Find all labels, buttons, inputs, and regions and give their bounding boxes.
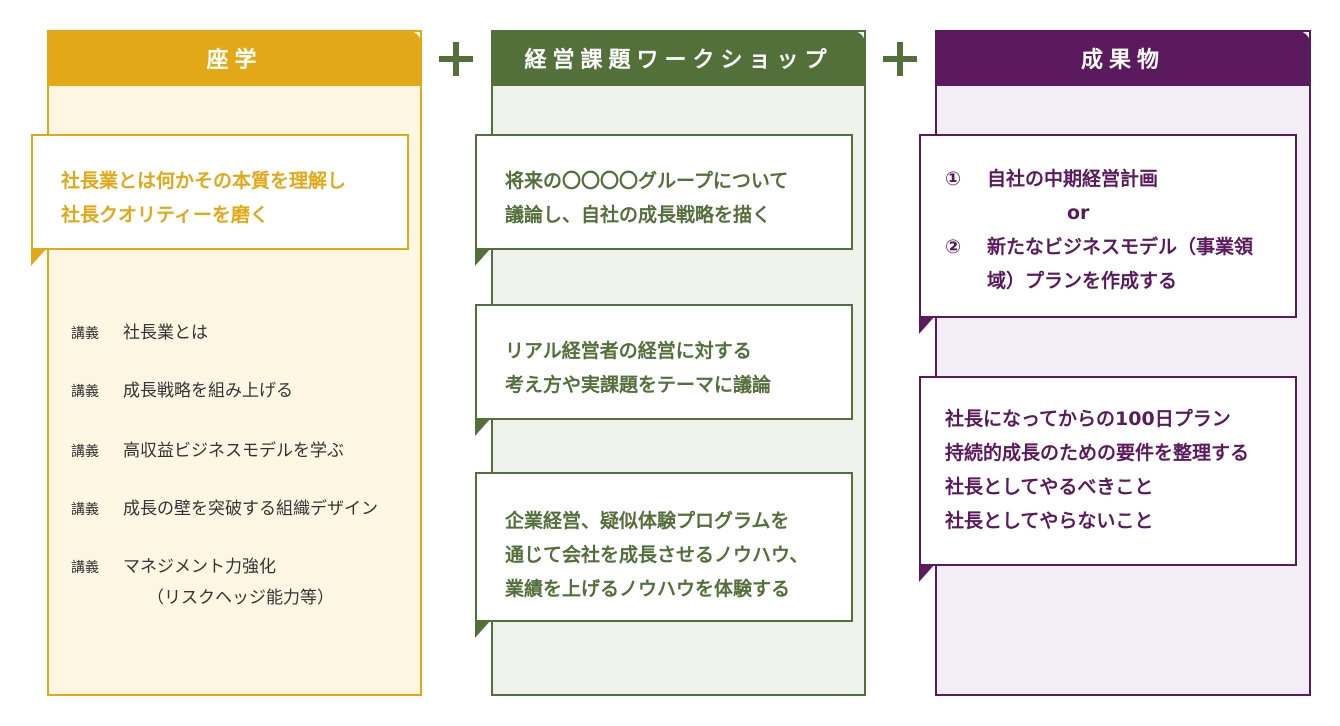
callout-line: リアル経営者の経営に対する — [505, 340, 752, 362]
column-deliverables: 成果物 ① 自社の中期経営計画 or ② 新たなビジネスモデル（事業領 域）プランを… — [919, 30, 1311, 696]
lecture-tag: 講義 — [71, 444, 99, 460]
lecture-tag: 講義 — [71, 326, 99, 342]
column-header-workshop: 経営課題ワークショップ — [491, 30, 866, 86]
item-text: 自社の中期経営計画 — [987, 168, 1159, 190]
callout-line: 業績を上げるノウハウを体験する — [505, 578, 791, 600]
lecture-item-3: 講義 高収益ビジネスモデルを学ぶ — [71, 436, 344, 467]
lecture-item-2: 講義 成長戦略を組み上げる — [71, 376, 293, 407]
callout-line: 社長としてやらないこと — [945, 510, 1154, 532]
callout-line: 企業経営、疑似体験プログラムを — [505, 510, 790, 532]
deliverable-item-2: ② 新たなビジネスモデル（事業領 — [945, 230, 1295, 264]
callout-workshop-1: 将来の〇〇〇〇グループについて 議論し、自社の成長戦略を描く — [475, 134, 853, 266]
lecture-subtext: （リスクヘッジ能力等） — [147, 588, 334, 608]
column-header-deliverables: 成果物 — [935, 30, 1311, 86]
callout-line: 社長業とは何かその本質を理解し — [61, 170, 347, 192]
lecture-item-4: 講義 成長の壁を突破する組織デザイン — [71, 494, 378, 525]
item-text: 新たなビジネスモデル（事業領 — [987, 236, 1254, 258]
lecture-tag: 講義 — [71, 384, 99, 400]
lecture-tag: 講義 — [71, 502, 99, 518]
lecture-item-1: 講義 社長業とは — [71, 318, 208, 349]
item-text-continued: 域）プランを作成する — [987, 270, 1178, 292]
callout-line: 持続的成長のための要件を整理する — [945, 442, 1250, 464]
or-label: or — [1067, 202, 1090, 224]
lecture-text: マネジメント力強化 — [123, 557, 276, 577]
callout-line: 社長としてやるべきこと — [945, 476, 1154, 498]
lecture-text: 高収益ビジネスモデルを学ぶ — [123, 441, 344, 461]
callout-line: 考え方や実課題をテーマに議論 — [505, 374, 772, 396]
callout-line: 社長になってからの100日プラン — [945, 408, 1231, 430]
plus-icon — [883, 42, 917, 76]
item-number: ① — [945, 168, 962, 190]
lecture-tag: 講義 — [71, 560, 99, 576]
callout-line: 議論し、自社の成長戦略を描く — [505, 204, 772, 226]
callout-deliverables-1: ① 自社の中期経営計画 or ② 新たなビジネスモデル（事業領 域）プランを作成する — [919, 134, 1297, 334]
callout-workshop-3: 企業経営、疑似体験プログラムを 通じて会社を成長させるノウハウ、 業績を上げるノ… — [475, 472, 853, 638]
callout-deliverables-2: 社長になってからの100日プラン 持続的成長のための要件を整理する 社長としてや… — [919, 376, 1297, 582]
deliverable-item-1: ① 自社の中期経営計画 — [945, 162, 1295, 196]
callout-workshop-2: リアル経営者の経営に対する 考え方や実課題をテーマに議論 — [475, 304, 853, 436]
item-number: ② — [945, 236, 962, 258]
column-header-lecture: 座学 — [47, 30, 422, 86]
column-workshop: 経営課題ワークショップ 将来の〇〇〇〇グループについて 議論し、自社の成長戦略を… — [475, 30, 866, 696]
callout-line: 通じて会社を成長させるノウハウ、 — [505, 544, 809, 566]
callout-lecture-goal: 社長業とは何かその本質を理解し 社長クオリティーを磨く — [31, 134, 409, 266]
callout-line: 将来の〇〇〇〇グループについて — [505, 170, 789, 192]
lecture-item-5: 講義 マネジメント力強化 （リスクヘッジ能力等） — [71, 552, 334, 613]
plus-icon — [439, 42, 473, 76]
lecture-text: 成長戦略を組み上げる — [123, 381, 293, 401]
lecture-text: 社長業とは — [123, 323, 208, 343]
lecture-text: 成長の壁を突破する組織デザイン — [123, 499, 378, 519]
column-lecture: 座学 社長業とは何かその本質を理解し 社長クオリティーを磨く 講義 社長業とは 講… — [31, 30, 422, 696]
callout-line: 社長クオリティーを磨く — [61, 204, 269, 226]
